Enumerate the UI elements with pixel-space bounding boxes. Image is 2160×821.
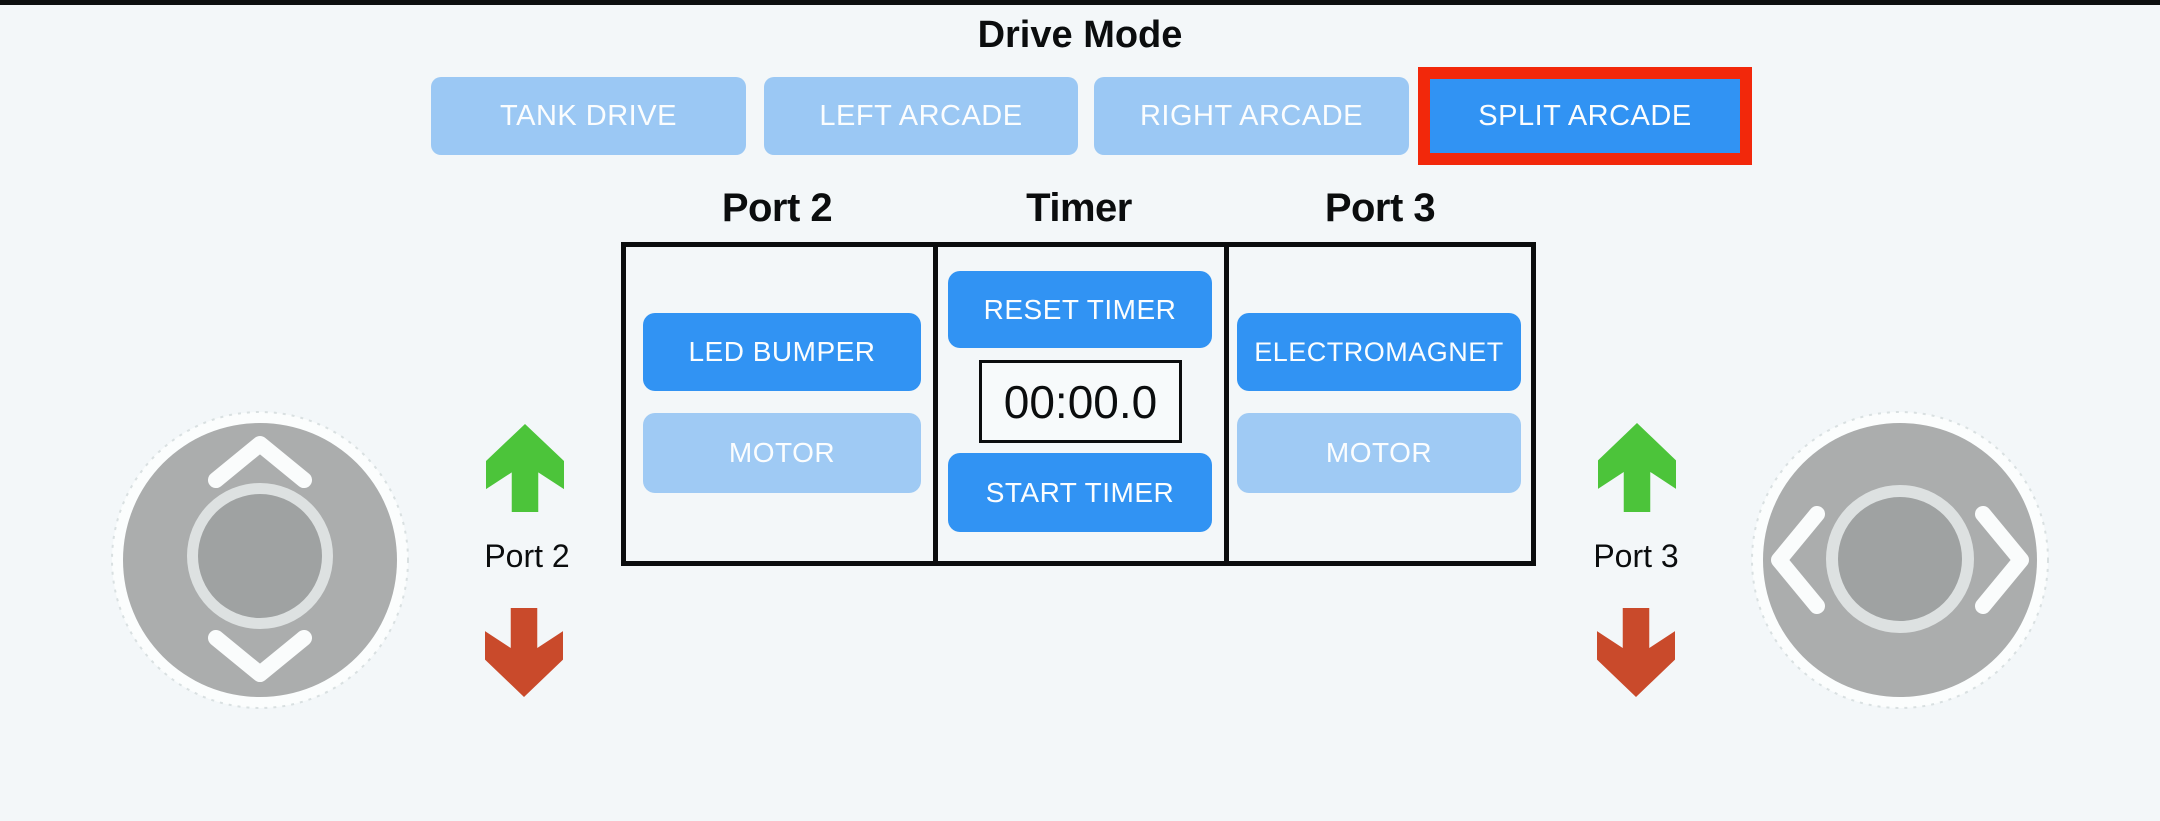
port3-indicator-label: Port 3 <box>1593 538 1679 574</box>
up-chevron-icon <box>208 436 312 488</box>
right-chevron-icon <box>1975 506 2029 614</box>
port3-up-arrow-icon <box>1598 423 1676 512</box>
left-chevron-icon <box>1771 506 1825 614</box>
motor-button-port3[interactable]: MOTOR <box>1237 413 1521 493</box>
control-table <box>621 242 1536 566</box>
motor-button-port2[interactable]: MOTOR <box>643 413 921 493</box>
top-bar <box>0 0 2160 5</box>
split-arcade-label: SPLIT ARCADE <box>1478 99 1692 132</box>
left-joystick[interactable] <box>110 410 410 710</box>
up-arrow-shape <box>1598 423 1676 512</box>
table-divider <box>933 247 938 561</box>
port3-down-arrow-icon <box>1597 608 1675 697</box>
port2-column-header: Port 2 <box>721 186 833 230</box>
down-chevron-icon <box>208 630 312 682</box>
timer-display: 00:00.0 <box>979 360 1182 443</box>
split-arcade-button[interactable]: SPLIT ARCADE <box>1418 67 1752 165</box>
up-arrow-shape <box>486 424 564 512</box>
joystick-knob[interactable] <box>198 494 322 618</box>
led-bumper-button[interactable]: LED BUMPER <box>643 313 921 391</box>
start-timer-button[interactable]: START TIMER <box>948 453 1212 532</box>
tank-drive-button[interactable]: TANK DRIVE <box>431 77 746 155</box>
port2-down-arrow-icon <box>485 608 563 697</box>
reset-timer-button[interactable]: RESET TIMER <box>948 271 1212 348</box>
right-arcade-button[interactable]: RIGHT ARCADE <box>1094 77 1409 155</box>
port2-indicator-label: Port 2 <box>484 538 570 574</box>
port3-column-header: Port 3 <box>1324 186 1436 230</box>
drive-mode-title: Drive Mode <box>977 14 1183 56</box>
left-arcade-button[interactable]: LEFT ARCADE <box>764 77 1078 155</box>
table-divider <box>1224 247 1229 561</box>
right-joystick[interactable] <box>1750 410 2050 710</box>
down-arrow-shape <box>1597 608 1675 697</box>
down-arrow-shape <box>485 608 563 697</box>
timer-column-header: Timer <box>1026 186 1132 230</box>
joystick-knob[interactable] <box>1838 497 1962 621</box>
port2-up-arrow-icon <box>486 424 564 512</box>
electromagnet-button[interactable]: ELECTROMAGNET <box>1237 313 1521 391</box>
